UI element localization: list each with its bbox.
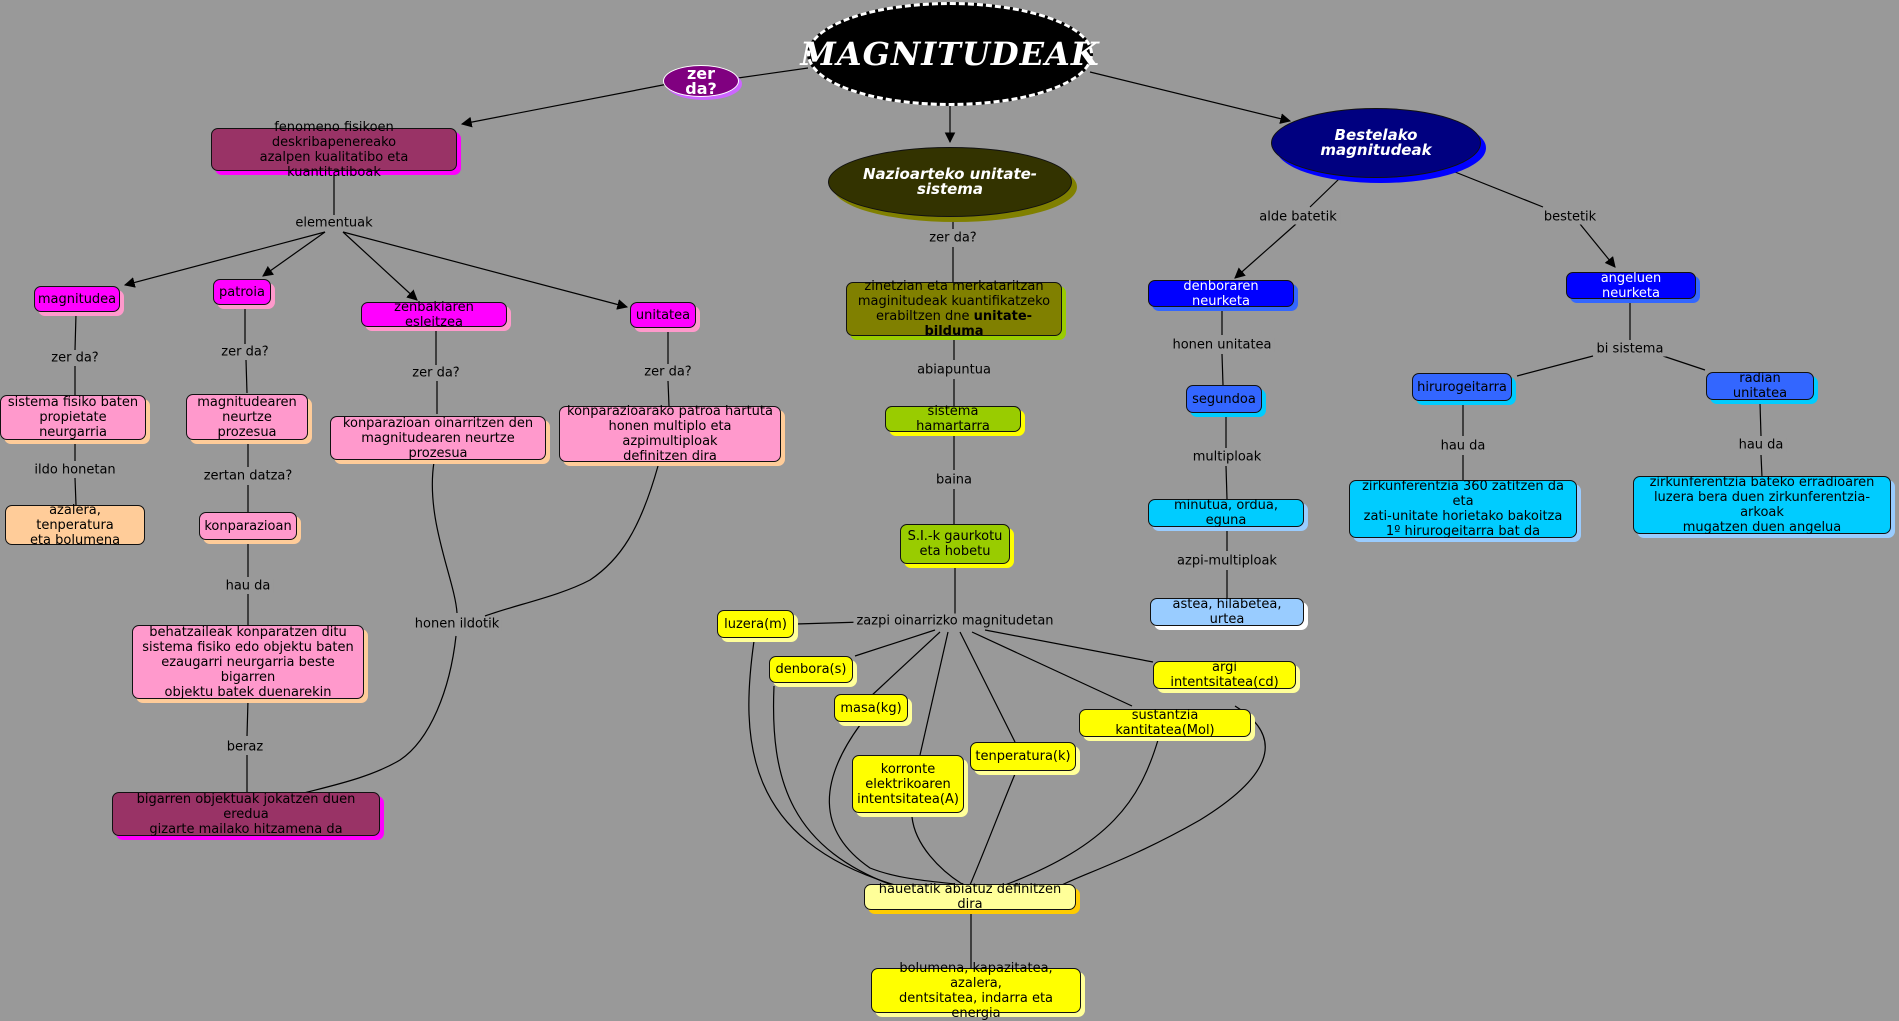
node-zirkunferentzia-erradio: zirkunferentzia bateko erradioaren luzer… bbox=[1633, 475, 1891, 535]
link-label-zertan-datza: zertan datza? bbox=[200, 468, 296, 484]
node-bigarren: bigarren objektuak jokatzen duen eredua … bbox=[112, 792, 380, 837]
link-label-elementuak: elementuak bbox=[292, 215, 376, 231]
link-label-baina: baina bbox=[932, 472, 976, 488]
link-label-bestetik: bestetik bbox=[1540, 209, 1600, 225]
node-zenbakiaren: zenbakiaren esleitzea bbox=[361, 300, 507, 330]
node-hirurogeitarra: hirurogeitarra bbox=[1412, 373, 1512, 401]
link-label-hau-da-2: hau da bbox=[1437, 438, 1489, 454]
node-korronte: korronte elektrikoaren intentsitatea(A) bbox=[852, 755, 964, 813]
node-azalera: azalera, tenperatura eta bolumena bbox=[5, 503, 145, 548]
link-label-azpi-multiploak: azpi-multiploak bbox=[1174, 553, 1280, 569]
link-label-ildo-honetan: ildo honetan bbox=[31, 462, 119, 478]
node-konparazioa: konparazioan bbox=[199, 512, 297, 540]
node-magnitudea: magnitudea bbox=[34, 286, 120, 312]
link-label-honen-ildotik: honen ildotik bbox=[411, 616, 503, 632]
link-label-zer-da-2: zer da? bbox=[218, 344, 272, 360]
node-si-gaurkotu: S.I.-k gaurkotu eta hobetu bbox=[900, 524, 1010, 564]
link-label-alde-batetik: alde batetik bbox=[1256, 209, 1340, 225]
link-label-abiapuntua: abiapuntua bbox=[914, 362, 994, 378]
link-label-zer-da-1: zer da? bbox=[48, 350, 102, 366]
link-label-hau-da-1: hau da bbox=[222, 578, 274, 594]
title-node: MAGNITUDEAK bbox=[800, 2, 1099, 106]
node-minutua: minutua, ordua, eguna bbox=[1148, 498, 1304, 528]
node-nazioarteko: Nazioarteko unitate-sistema bbox=[828, 147, 1072, 217]
node-sistema-fisiko: sistema fisiko baten propietate neurgarr… bbox=[0, 395, 146, 440]
node-konparazioan-oinarritzen: konparazioan oinarritzen den magnitudear… bbox=[330, 416, 546, 461]
link-label-zer-da-4: zer da? bbox=[641, 364, 695, 380]
node-radian: radian unitatea bbox=[1706, 371, 1814, 401]
link-label-zazpi: zazpi oinarrizko magnitudetan bbox=[853, 613, 1057, 629]
node-patroia: patroia bbox=[213, 279, 271, 305]
link-label-zer-da-5: zer da? bbox=[926, 230, 980, 246]
link-label-honen-unitatea: honen unitatea bbox=[1169, 337, 1275, 353]
node-bolumena: bolumena, kapazitatea, azalera, dentsita… bbox=[871, 961, 1081, 1021]
node-segundoa: segundoa bbox=[1186, 385, 1262, 413]
node-angeluen: angeluen neurketa bbox=[1566, 271, 1696, 301]
link-label-multiploak: multiploak bbox=[1189, 449, 1265, 465]
node-sustantzia: sustantzia kantitatea(Mol) bbox=[1079, 708, 1251, 738]
link-label-hau-da-3: hau da bbox=[1735, 437, 1787, 453]
node-magnitudearen-neurtze: magnitudearen neurtze prozesua bbox=[186, 394, 308, 440]
node-konparazioarako: konparazioarako patroa hartuta honen mul… bbox=[559, 404, 781, 464]
node-fenomeno: fenomeno fisikoen deskribapenereako azal… bbox=[211, 120, 457, 180]
link-label-beraz: beraz bbox=[223, 739, 267, 755]
node-tenperatura: tenperatura(k) bbox=[970, 742, 1076, 771]
node-denboraren: denboraren neurketa bbox=[1148, 279, 1294, 309]
link-label-bi-sistema: bi sistema bbox=[1593, 341, 1667, 357]
node-sistema-hamartarra: sistema hamartarra bbox=[885, 404, 1021, 434]
node-luzera: luzera(m) bbox=[717, 610, 794, 638]
node-argi: argi intentsitatea(cd) bbox=[1153, 660, 1296, 690]
node-behatzaileak: behatzaileak konparatzen ditu sistema fi… bbox=[132, 625, 364, 700]
node-unitatea: unitatea bbox=[630, 302, 696, 328]
node-zinetzian: zinetzian eta merkataritzan maginitudeak… bbox=[846, 279, 1062, 339]
link-label-zer-da-3: zer da? bbox=[409, 365, 463, 381]
node-astea: astea, hilabetea, urtea bbox=[1150, 597, 1304, 627]
node-masa: masa(kg) bbox=[834, 694, 908, 722]
node-zer-da: zer da? bbox=[663, 65, 739, 97]
node-hauetatik: hauetatik abiatuz definitzen dira bbox=[864, 882, 1076, 912]
node-zirkunferentzia-360: zirkunferentzia 360 zatitzen da eta zati… bbox=[1349, 479, 1577, 539]
node-denbora: denbora(s) bbox=[769, 656, 853, 683]
node-bestelako: Bestelako magnitudeak bbox=[1271, 108, 1481, 178]
